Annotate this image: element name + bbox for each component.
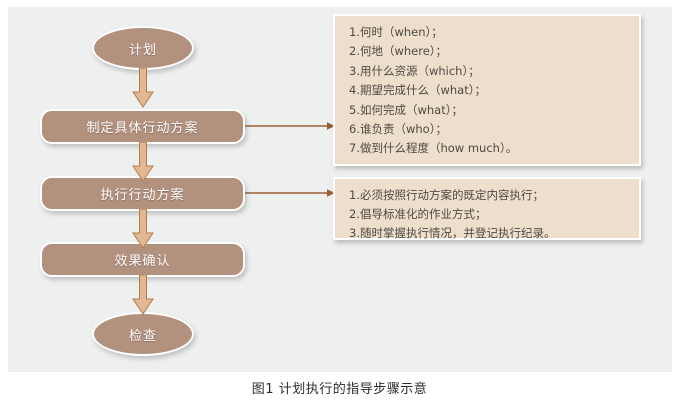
flow-node-plan[interactable]: 计划 bbox=[92, 26, 194, 70]
info-box-plan-details: 1.何时（when）； 2.何地（where）； 3.用什么资源（which）；… bbox=[333, 14, 641, 166]
info-line: 2.倡导标准化的作业方式； bbox=[349, 207, 487, 221]
info-line: 3.随时掌握执行情况，并登记执行纪录。 bbox=[349, 226, 556, 240]
info-line: 2.何地（where）； bbox=[349, 44, 448, 59]
flow-node-plan-label: 计划 bbox=[128, 42, 157, 58]
info-box-execute-details: 1.必须按照行动方案的既定内容执行； 2.倡导标准化的作业方式； 3.随时掌握执… bbox=[333, 177, 641, 240]
flow-node-execute-action-plan-label: 执行行动方案 bbox=[100, 188, 185, 203]
down-arrow-icon-execute-to-confirm bbox=[132, 209, 154, 249]
flow-node-confirm-effect-label: 效果确认 bbox=[114, 254, 171, 269]
info-line: 5.如何完成（what）； bbox=[349, 102, 463, 117]
down-arrow-icon-plan-to-make bbox=[132, 68, 154, 108]
info-line: 7.做到什么程度（how much）。 bbox=[349, 141, 518, 156]
figure-caption: 图1 计划执行的指导步骤示意 bbox=[251, 382, 428, 397]
info-line: 6.谁负责（who）； bbox=[349, 122, 447, 137]
right-arrow-icon-execute-to-details bbox=[245, 189, 335, 197]
flow-node-check-label: 检查 bbox=[128, 328, 157, 344]
down-arrow-icon-confirm-to-check bbox=[132, 275, 154, 315]
flow-node-check[interactable]: 检查 bbox=[92, 312, 194, 356]
flow-node-make-action-plan-label: 制定具体行动方案 bbox=[86, 121, 199, 136]
down-arrow-icon-make-to-execute bbox=[132, 142, 154, 182]
info-line: 3.用什么资源（which）； bbox=[349, 63, 480, 78]
right-arrow-icon-make-to-details bbox=[245, 122, 335, 130]
info-line: 1.何时（when）； bbox=[349, 25, 443, 39]
info-line: 1.必须按照行动方案的既定内容执行； bbox=[349, 188, 544, 202]
info-line: 4.期望完成什么（what）； bbox=[349, 83, 486, 98]
flow-node-make-action-plan[interactable]: 制定具体行动方案 bbox=[40, 109, 245, 144]
